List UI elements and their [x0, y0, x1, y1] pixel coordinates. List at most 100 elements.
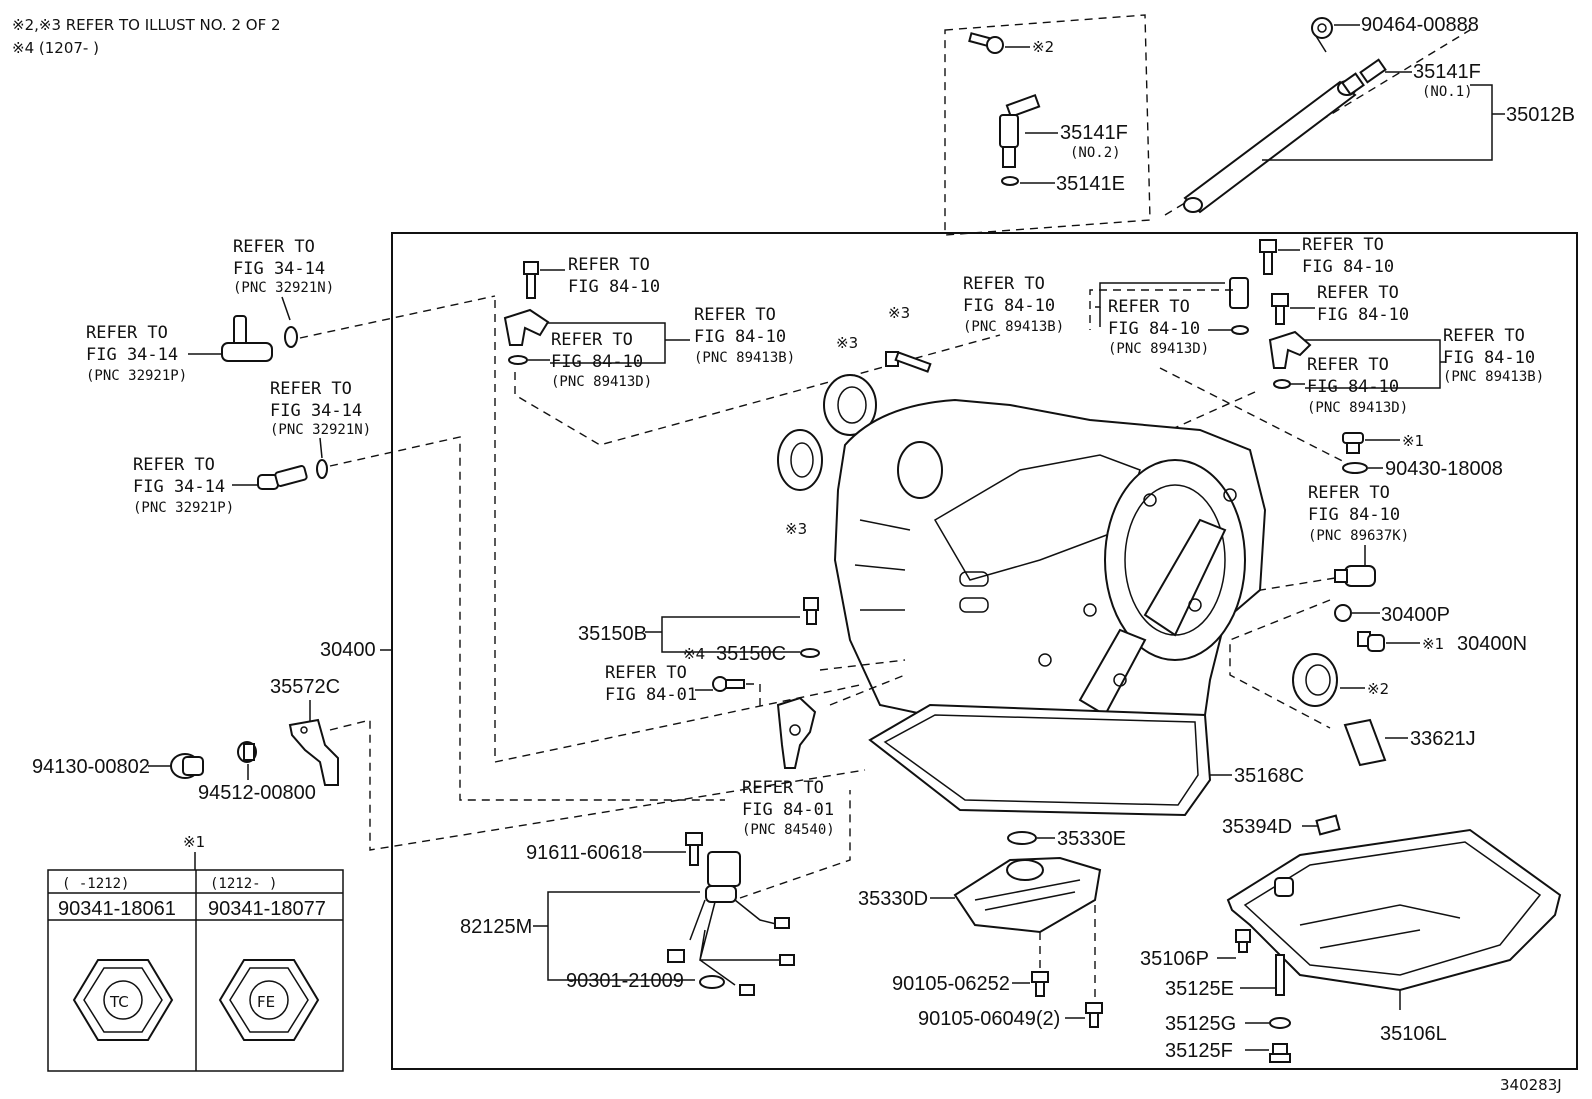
assembly-frame [391, 232, 1578, 1070]
hex-plug-tc-icon: TC [72, 959, 174, 1041]
union-straight-left-icon [257, 459, 328, 490]
bolt-icon [885, 351, 932, 373]
label-90464-00888: 90464-00888 [1361, 14, 1479, 36]
table-col1-code: TC [109, 993, 129, 1011]
ref-f-line2: FIG 84-10 [551, 352, 643, 372]
breather-plug-icon [803, 597, 819, 625]
oil-seal-icon [823, 374, 877, 436]
ref-d-line3: (PNC 32921P) [133, 500, 234, 516]
drain-bolt-icon [1235, 929, 1251, 953]
ref-a-line2: FIG 34-14 [233, 259, 325, 279]
label-35168C: 35168C [1234, 765, 1304, 787]
label-35572C: 35572C [270, 676, 340, 698]
mark-2-top: ※2 [1032, 38, 1054, 56]
ref-j-line1: REFER TO [1302, 235, 1384, 255]
bolt-icon [1031, 971, 1049, 997]
label-35150B: 35150B [578, 623, 647, 645]
ref-a-line3: (PNC 32921N) [233, 280, 334, 296]
ref-i-line2: FIG 84-10 [1108, 319, 1200, 339]
oring-icon [1334, 604, 1352, 622]
ref-b-line1: REFER TO [86, 323, 168, 343]
speed-sensor-icon [503, 308, 550, 365]
label-30400P: 30400P [1381, 604, 1450, 626]
ref-k-line1: REFER TO [1317, 283, 1399, 303]
label-35141F-no2-sub: (NO.2) [1070, 145, 1121, 161]
ref-h-line3: (PNC 89413B) [963, 319, 1064, 335]
label-35330D: 35330D [858, 888, 928, 910]
ref-p-line3: (PNC 84540) [742, 822, 835, 838]
drain-plug-icon [1269, 1043, 1291, 1063]
speed-sensor-icon [1268, 330, 1312, 389]
mark-1-b: ※1 [1422, 635, 1444, 653]
oil-pan-icon [1226, 828, 1562, 1010]
union-elbow-icon [999, 93, 1041, 186]
neutral-switch-group: REFER TO FIG 84-01 REFER TO FIG 84-01 (P… [605, 663, 906, 838]
label-90105-06049: 90105-06049(2) [918, 1008, 1060, 1030]
mark-3-a: ※3 [888, 304, 910, 322]
bolt-icon [685, 832, 703, 866]
union-elbow-left-icon [221, 315, 298, 362]
ref-k-line2: FIG 84-10 [1317, 305, 1409, 325]
pressure-switch-icon [1334, 565, 1376, 587]
cooler-tube-icon [1183, 80, 1357, 214]
transaxle-case-icon [833, 398, 1267, 737]
oil-pan-group: 35394D 35106P 35125E 35125G 35125F 35106… [1140, 814, 1562, 1063]
ref-d-line1: REFER TO [133, 455, 215, 475]
label-35141F-no2: 35141F [1060, 122, 1128, 144]
bolt-icon [1085, 1002, 1103, 1028]
hex-plug-fe-icon: FE [218, 959, 320, 1041]
label-35125F: 35125F [1165, 1040, 1233, 1062]
oil-cooler-tube-group: ※2 35141F (NO.2) 35141E 90464-00888 [944, 14, 1575, 236]
gasket-icon [1342, 462, 1368, 474]
clamp-icon [1311, 17, 1333, 53]
pan-gasket-icon [868, 703, 1212, 817]
plug-icon [1357, 631, 1385, 652]
label-35330E: 35330E [1057, 828, 1126, 850]
ref-g-line1: REFER TO [694, 305, 776, 325]
table-col2-code: FE [257, 993, 275, 1011]
label-35125E: 35125E [1165, 978, 1234, 1000]
label-90105-06252: 90105-06252 [892, 973, 1010, 995]
collar-icon [237, 741, 257, 763]
label-35125G: 35125G [1165, 1013, 1236, 1035]
oring-icon [699, 975, 725, 989]
ref-c-line1: REFER TO [270, 379, 352, 399]
drain-plug-icon [1342, 432, 1364, 454]
mark-2-b: ※2 [1367, 680, 1389, 698]
label-30400: 30400 [320, 639, 376, 661]
table-col2-part: 90341-18077 [208, 898, 326, 920]
plug-variant-table: ※1 ( -1212) (1212- ) 90341-18061 90341-1… [47, 833, 344, 1072]
ref-n-line2: FIG 84-10 [1308, 505, 1400, 525]
ref-l-line1: REFER TO [1307, 355, 1389, 375]
speed-sensor-icon [1229, 277, 1249, 335]
ref-i-line1: REFER TO [1108, 297, 1190, 317]
strainer-group: 35330E 35330D 90105-06252 90105-06049(2) [858, 828, 1126, 1030]
ref-d-line2: FIG 34-14 [133, 477, 225, 497]
grommet-icon [170, 753, 204, 779]
oil-seal-icon [1292, 653, 1338, 707]
neutral-start-switch-icon [776, 696, 817, 769]
solenoid-icon [667, 851, 795, 996]
name-plate-icon [1343, 718, 1387, 767]
ref-m-line3: (PNC 89413B) [1443, 369, 1544, 385]
mark-1-table: ※1 [183, 833, 205, 851]
bolt-icon [523, 261, 539, 299]
right-plugs-group: ※1 90430-18008 REFER TO FIG 84-10 (PNC 8… [1229, 432, 1527, 767]
right-sensors-group: REFER TO FIG 84-10 (PNC 89413B) REFER TO… [963, 235, 1544, 471]
ref-c-line2: FIG 34-14 [270, 401, 362, 421]
label-91611-60618: 91611-60618 [526, 842, 642, 864]
ref-p-line2: FIG 84-01 [742, 800, 834, 820]
drawing-number: 340283J [1500, 1076, 1562, 1094]
magnet-icon [1315, 814, 1341, 836]
bolt-icon [1271, 293, 1289, 325]
ref-h-line1: REFER TO [963, 274, 1045, 294]
label-94130-00802: 94130-00802 [32, 756, 150, 778]
label-35150C: 35150C [716, 643, 786, 665]
ref-c-line3: (PNC 32921N) [270, 422, 371, 438]
oil-seals-group: ※3 ※3 ※3 [777, 304, 932, 538]
ref-f-line3: (PNC 89413D) [551, 374, 652, 390]
mark-1-a: ※1 [1402, 432, 1424, 450]
label-33621J: 33621J [1410, 728, 1476, 750]
ref-m-line1: REFER TO [1443, 326, 1525, 346]
